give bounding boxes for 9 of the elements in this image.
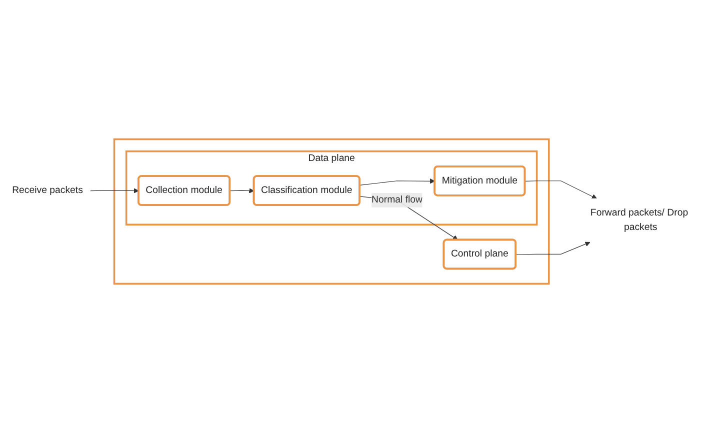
- arrow: [524, 180, 598, 199]
- node-text: Forward packets/ Drop packets: [590, 207, 688, 232]
- arrow: [90, 188, 139, 194]
- arrow: [230, 188, 254, 194]
- arrow: [516, 242, 590, 255]
- node-text: Receive packets: [12, 185, 83, 196]
- arrow: [359, 178, 436, 186]
- cluster: [113, 138, 550, 285]
- edge-label: Normal flow: [372, 194, 423, 206]
